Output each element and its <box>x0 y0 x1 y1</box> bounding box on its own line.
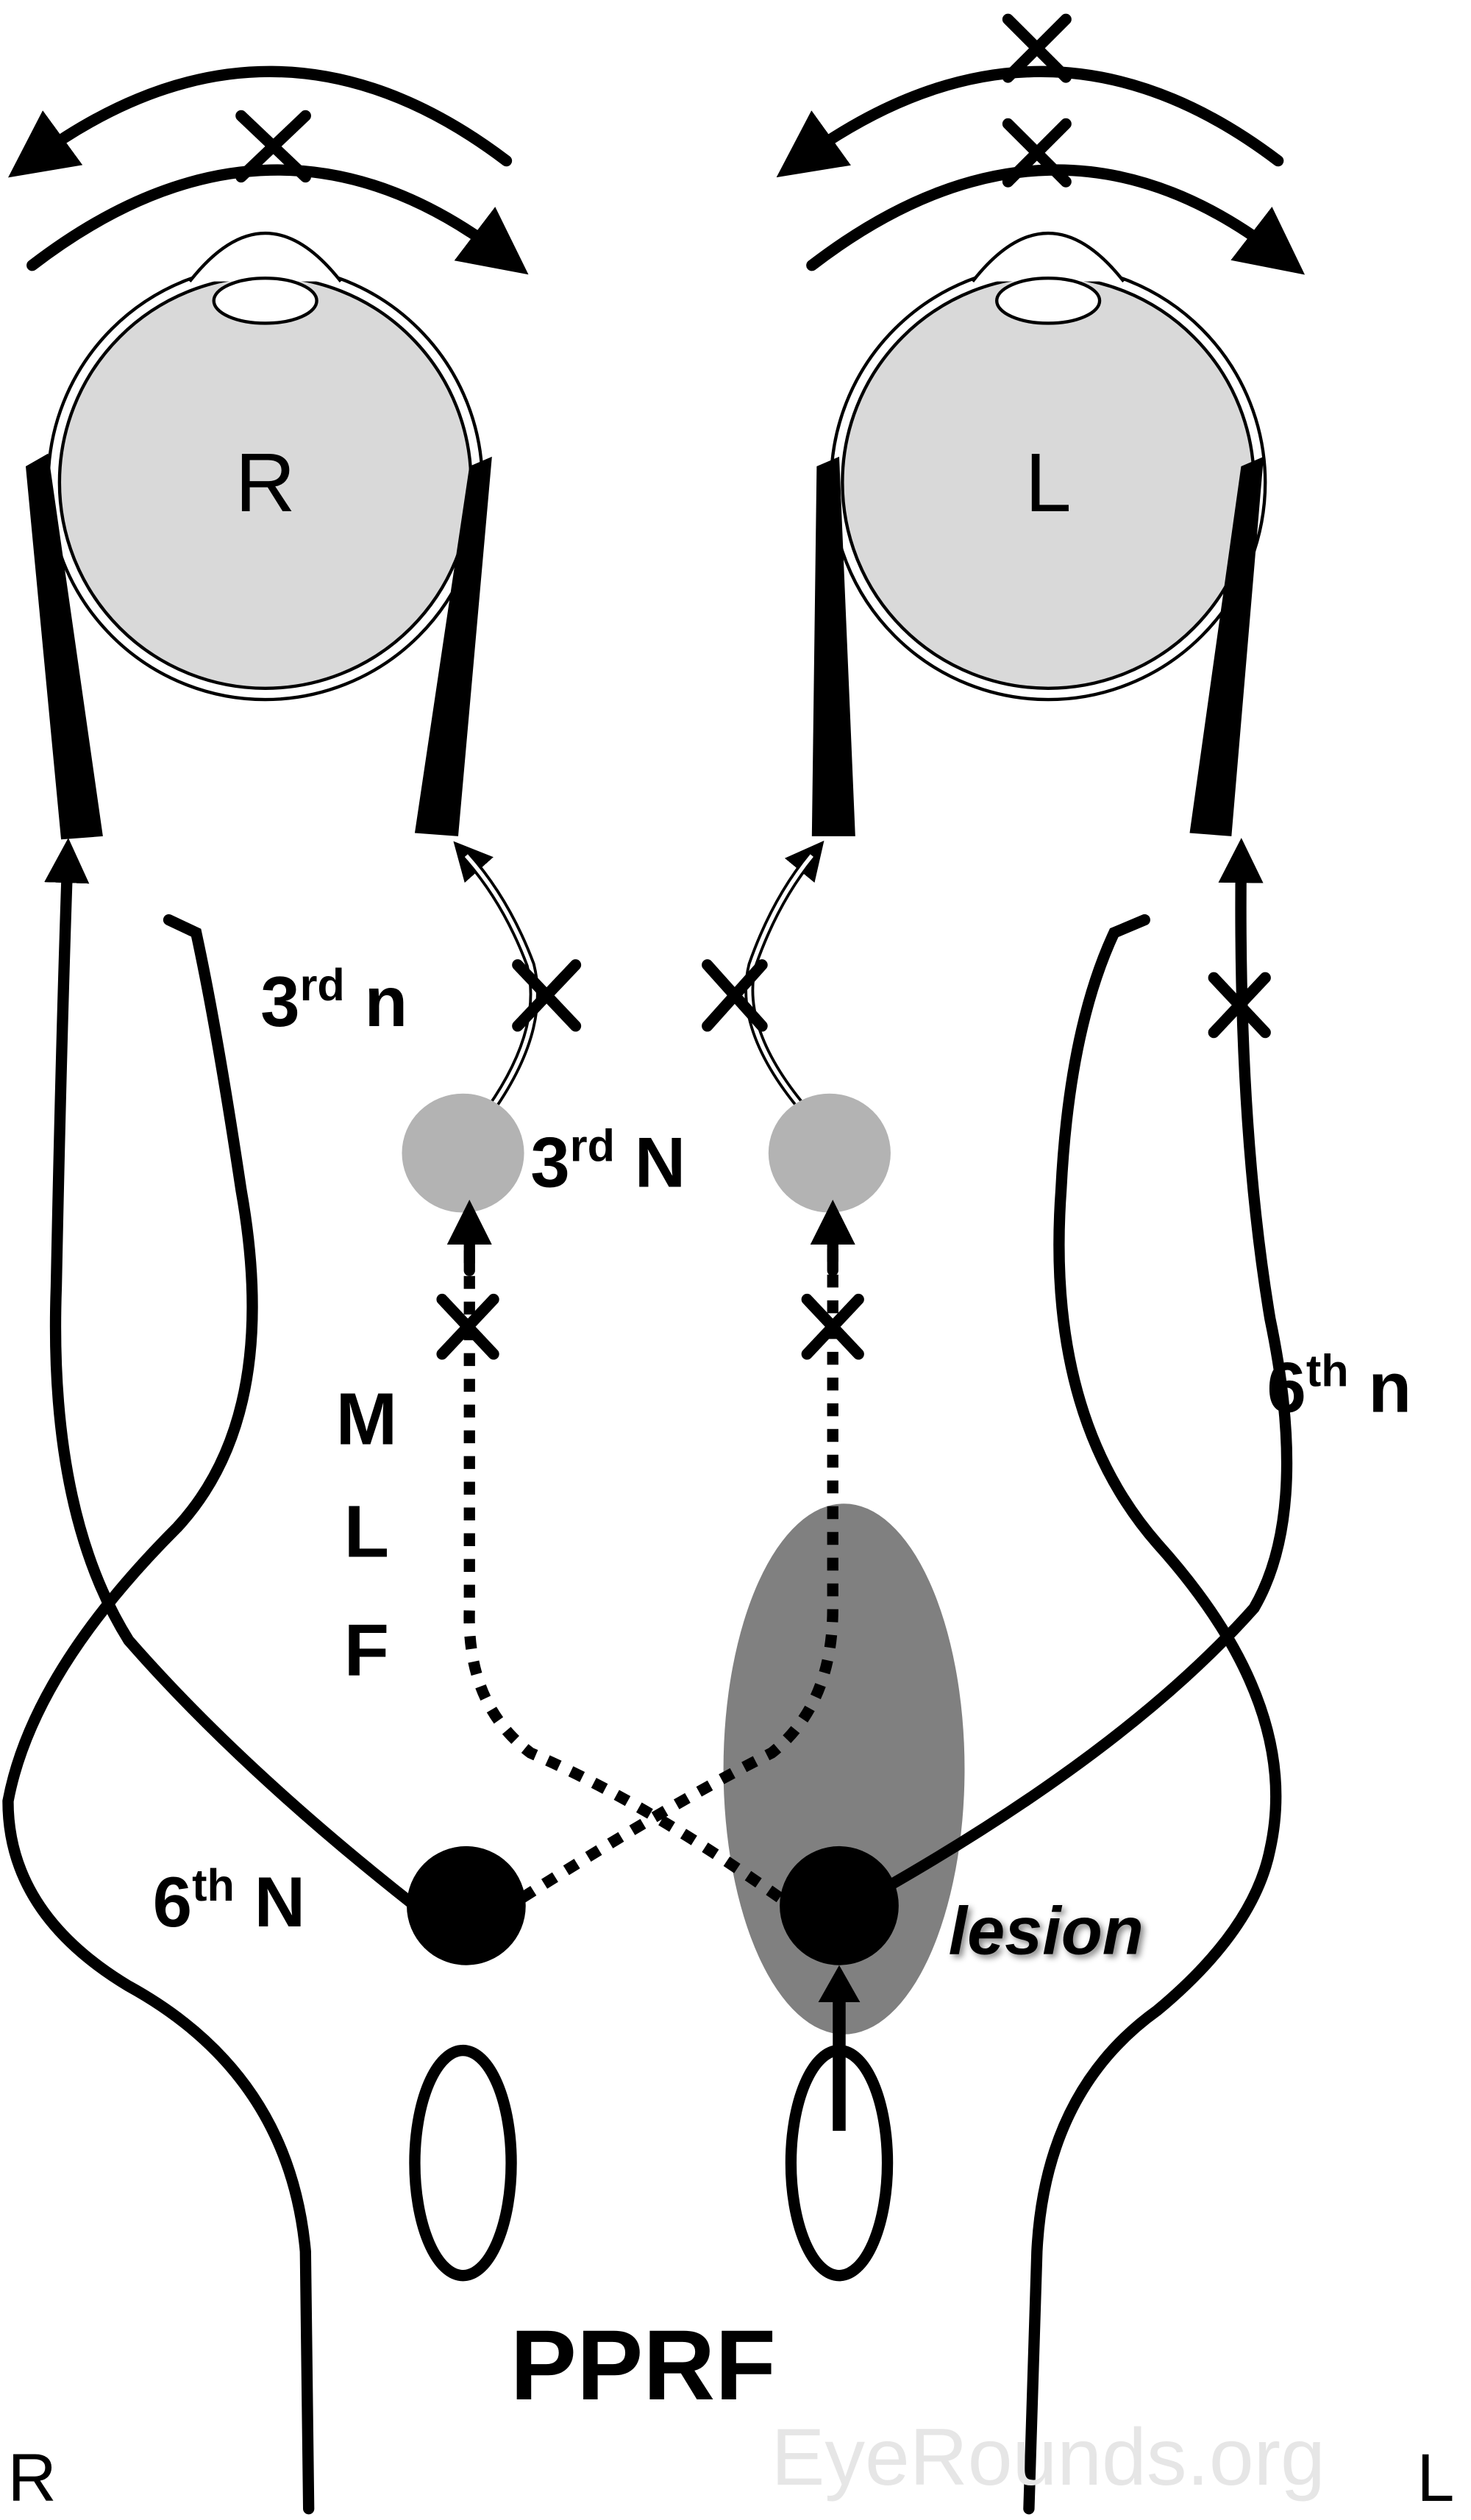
right-third-nerve <box>453 841 539 1113</box>
sixth-nucleus-label: 6th N <box>153 1860 305 1942</box>
mlf-path-to-right <box>463 1246 783 1903</box>
watermark: EyeRounds.org <box>771 2413 1325 2502</box>
right-eye-gaze-arrows <box>7 65 529 275</box>
blocked-x-icon <box>801 1293 864 1360</box>
blocked-x-icon <box>436 1293 499 1360</box>
side-label-left: L <box>1417 2441 1454 2516</box>
left-third-nerve <box>744 840 824 1113</box>
blocked-x-icon <box>1002 13 1072 83</box>
left-sixth-nerve <box>862 838 1293 1904</box>
third-nerve-label: 3rd n <box>260 960 407 1042</box>
blocked-x-icon <box>235 110 311 183</box>
right-sixth-nucleus <box>407 1845 526 1965</box>
blocked-x-icon <box>702 959 768 1032</box>
extraocular-muscles <box>25 453 1264 840</box>
right-third-nucleus <box>402 1093 524 1213</box>
mlf-label-l: L <box>344 1490 389 1573</box>
blocked-x-icon <box>1208 972 1271 1039</box>
pprf-label: PPRF <box>510 2309 776 2421</box>
right-eye: R <box>46 231 484 702</box>
eye-label-r: R <box>235 436 296 530</box>
mlf-path-to-left <box>519 1246 838 1903</box>
blocked-x-icon <box>1002 118 1072 188</box>
side-label-right: R <box>8 2441 57 2516</box>
lesion-label: lesion <box>949 1893 1144 1968</box>
mlf-label-m: M <box>335 1378 397 1460</box>
right-pprf <box>409 2044 517 2282</box>
left-eye-gaze-arrows <box>776 13 1306 275</box>
mlf-label-f: F <box>344 1609 389 1692</box>
sixth-nerve-label: 6th n <box>1267 1346 1411 1428</box>
left-third-nucleus <box>768 1093 891 1213</box>
brainstem-outline-left <box>1023 914 1282 2515</box>
left-eye: L <box>829 231 1267 702</box>
blocked-x-icon <box>512 959 582 1032</box>
right-sixth-nerve <box>44 838 421 1912</box>
third-nucleus-label: 3rd N <box>530 1121 685 1203</box>
left-sixth-nucleus <box>780 1845 899 1965</box>
brainstem-outline-right <box>2 914 315 2515</box>
eye-label-l: L <box>1025 436 1072 530</box>
